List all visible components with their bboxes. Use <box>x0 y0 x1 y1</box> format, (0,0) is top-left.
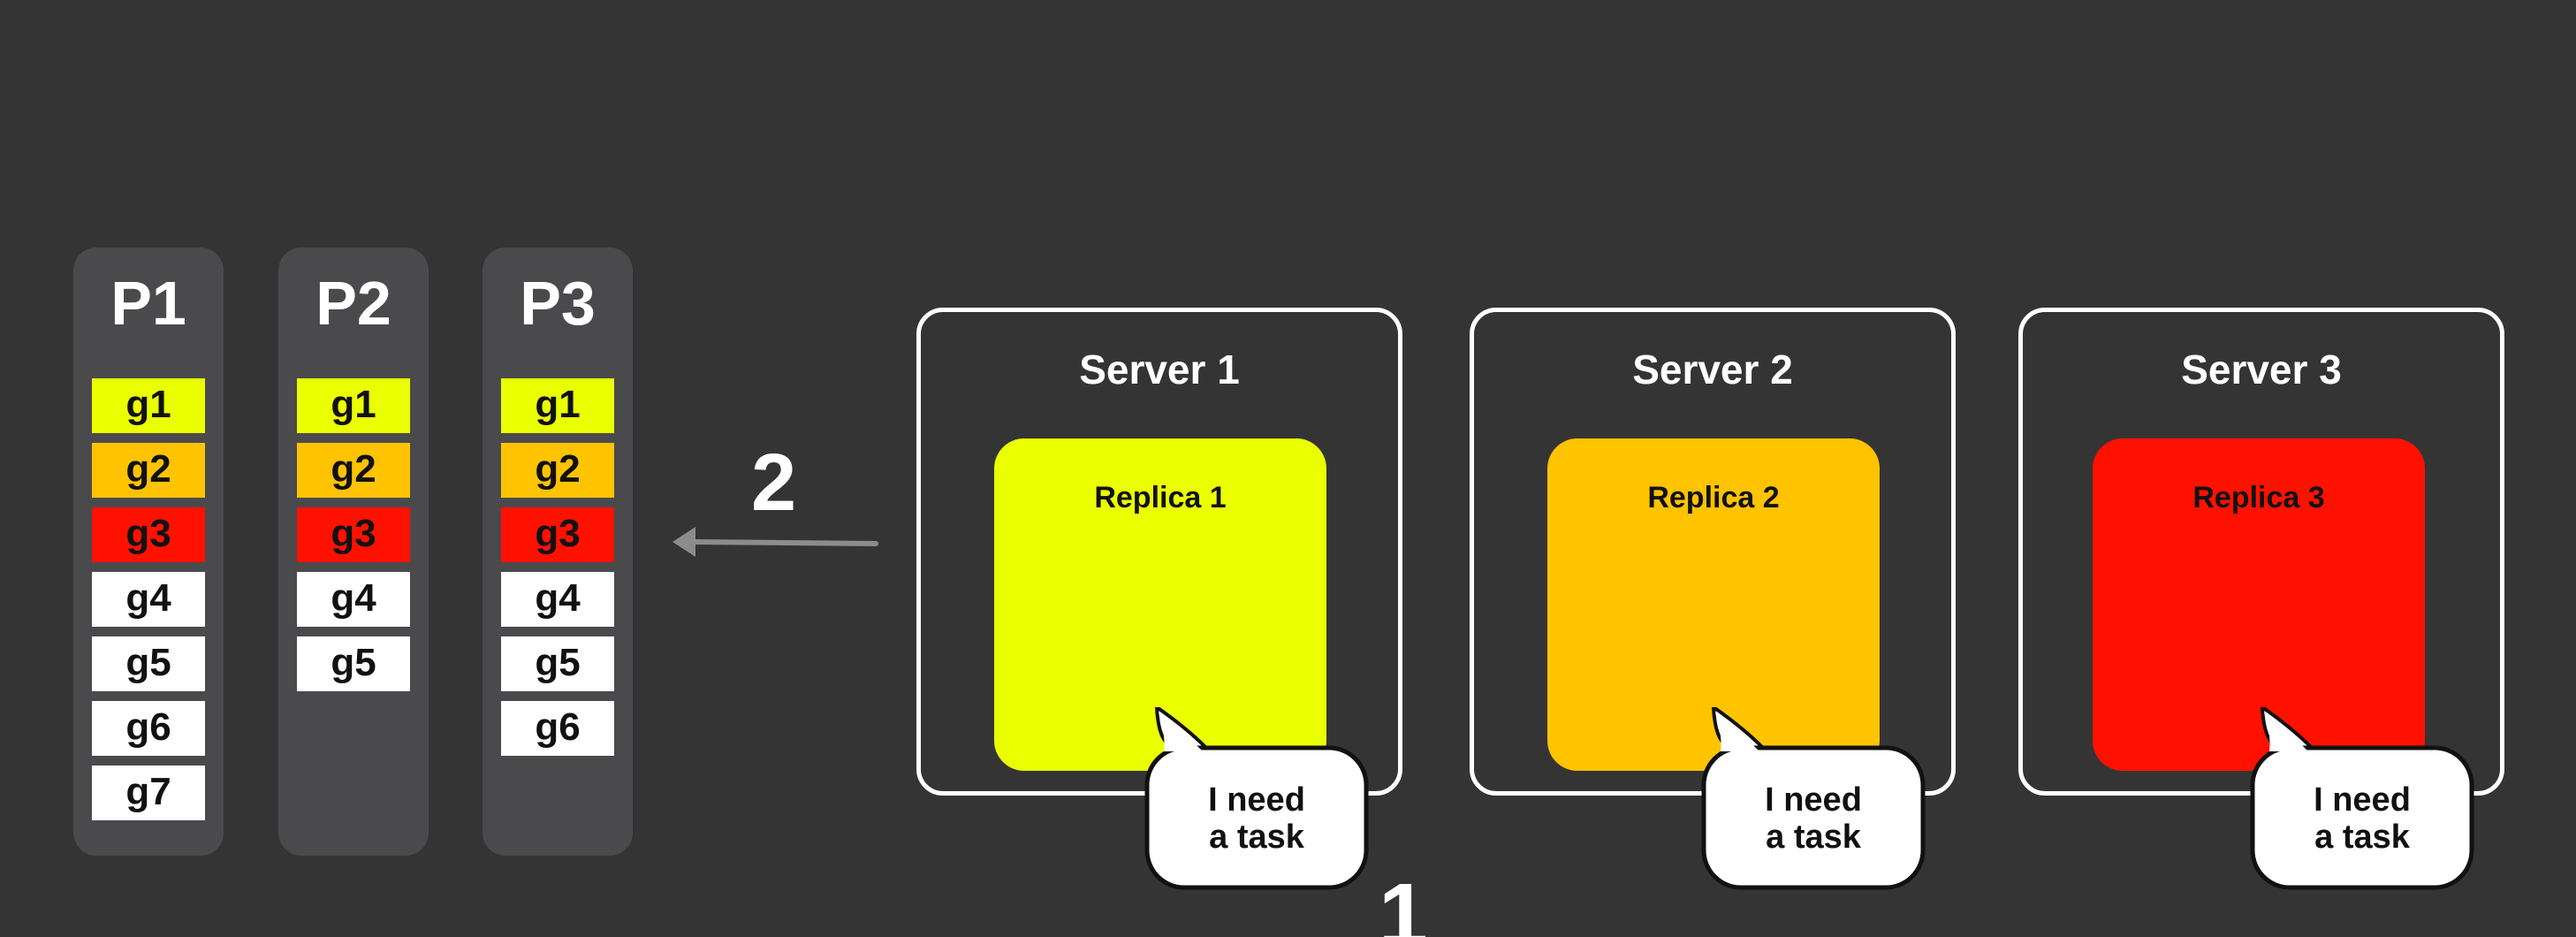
task-g3: g3 <box>297 507 410 562</box>
task-g3: g3 <box>501 507 614 562</box>
bubble-text: I need a task <box>1701 781 1926 856</box>
speech-bubble-icon <box>2250 707 2474 890</box>
partition-p3: P3 g1 g2 g3 g4 g5 g6 <box>483 248 633 856</box>
partition-title: P3 <box>520 269 596 338</box>
bubble-line-1: I need <box>1208 781 1305 819</box>
speech-bubble-3: I need a task <box>2250 707 2474 891</box>
bubble-line-1: I need <box>1765 781 1862 819</box>
replica-label: Replica 2 <box>1647 481 1780 514</box>
replica-label: Replica 3 <box>2192 481 2325 514</box>
task-g6: g6 <box>501 701 614 756</box>
task-g4: g4 <box>92 572 205 627</box>
bubble-line-2: a task <box>1209 819 1304 856</box>
bubble-text: I need a task <box>1144 781 1369 856</box>
speech-bubble-1: I need a task <box>1144 707 1369 891</box>
task-g4: g4 <box>501 572 614 627</box>
speech-bubble-2: I need a task <box>1701 707 1926 891</box>
task-g3: g3 <box>92 507 205 562</box>
task-g2: g2 <box>92 443 205 498</box>
arrow-left-icon <box>672 527 878 557</box>
task-g1: g1 <box>297 378 410 433</box>
speech-bubble-icon <box>1701 707 1926 890</box>
speech-bubble-icon <box>1144 707 1369 890</box>
replica-label: Replica 1 <box>1094 481 1227 514</box>
task-g2: g2 <box>501 443 614 498</box>
partition-title: P1 <box>110 269 186 338</box>
partition-title: P2 <box>315 269 391 338</box>
step-2-label: 2 <box>751 438 797 528</box>
replica-3: Replica 3 <box>2093 438 2425 771</box>
bubble-text: I need a task <box>2250 781 2474 856</box>
task-g1: g1 <box>501 378 614 433</box>
task-g2: g2 <box>297 443 410 498</box>
bubble-line-2: a task <box>1766 819 1861 856</box>
server-title: Server 2 <box>1632 347 1793 392</box>
partition-p1: P1 g1 g2 g3 g4 g5 g6 g7 <box>73 248 224 856</box>
task-g5: g5 <box>297 636 410 691</box>
bubble-line-2: a task <box>2314 819 2410 856</box>
server-title: Server 3 <box>2181 347 2342 392</box>
server-title: Server 1 <box>1079 347 1240 392</box>
step-1-label: 1 <box>1379 865 1428 937</box>
task-g6: g6 <box>92 701 205 756</box>
task-g1: g1 <box>92 378 205 433</box>
task-g7: g7 <box>92 766 205 820</box>
task-g5: g5 <box>501 636 614 691</box>
bubble-line-1: I need <box>2314 781 2411 819</box>
partition-p2: P2 g1 g2 g3 g4 g5 <box>278 248 429 856</box>
task-g5: g5 <box>92 636 205 691</box>
task-g4: g4 <box>297 572 410 627</box>
